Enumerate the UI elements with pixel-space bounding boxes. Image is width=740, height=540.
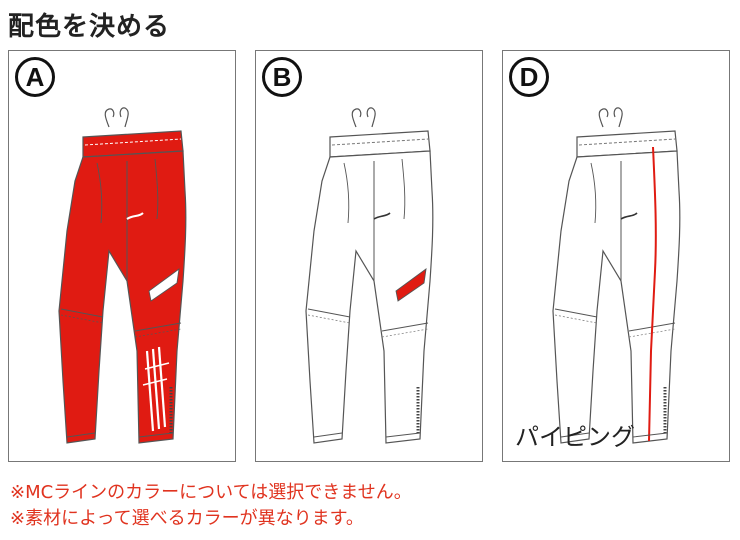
material-color-note: ※素材によって選べるカラーが異なります。 xyxy=(10,508,364,529)
option-a-badge: A xyxy=(15,57,55,97)
color-option-b-panel[interactable]: B xyxy=(255,50,483,462)
option-b-badge: B xyxy=(262,57,302,97)
page-title: 配色を決める xyxy=(8,12,171,42)
color-option-d-panel[interactable]: D パイピング xyxy=(502,50,730,462)
white-pants-red-piping-illustration xyxy=(552,107,681,444)
white-pants-red-accent-illustration xyxy=(305,107,434,444)
piping-caption: パイピング xyxy=(515,423,635,451)
option-d-badge: D xyxy=(509,57,549,97)
red-pants-illustration xyxy=(58,107,187,444)
mc-line-color-note: ※MCラインのカラーについては選択できません。 xyxy=(10,482,412,503)
color-option-a-panel[interactable]: A xyxy=(8,50,236,462)
